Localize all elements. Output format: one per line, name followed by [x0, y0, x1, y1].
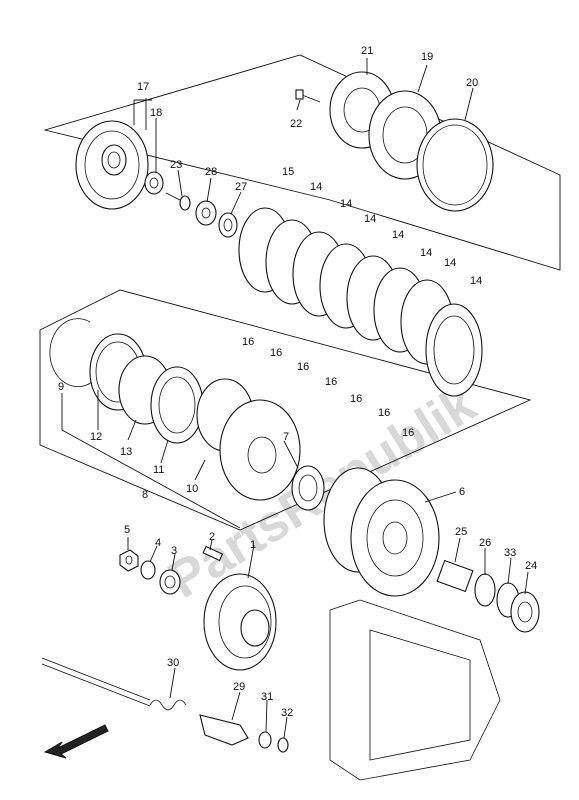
pressure-plate[interactable] [75, 120, 149, 210]
callout-18[interactable]: 18 [150, 107, 162, 119]
spring-ring[interactable] [416, 118, 494, 212]
callout-11[interactable]: 11 [153, 464, 164, 476]
callout-14g[interactable]: 14 [470, 275, 482, 287]
callout-30[interactable]: 30 [167, 657, 179, 669]
callout-14d[interactable]: 14 [392, 229, 404, 241]
callout-14c[interactable]: 14 [364, 213, 376, 225]
needle-bearing[interactable] [474, 573, 496, 607]
callout-labels: 1 2 3 4 5 6 7 8 9 10 11 12 13 14 14 14 1… [58, 45, 537, 719]
lock-washer-4[interactable] [140, 560, 156, 580]
callout-14b[interactable]: 14 [340, 198, 352, 210]
callout-16c[interactable]: 16 [297, 361, 309, 373]
callout-16a[interactable]: 16 [242, 336, 254, 348]
callout-17[interactable]: 17 [137, 81, 149, 93]
callout-25[interactable]: 25 [455, 526, 467, 538]
direction-arrow-icon [43, 724, 109, 759]
lock-washer[interactable] [218, 212, 238, 238]
push-lever-shaft[interactable] [41, 657, 151, 707]
callout-9[interactable]: 9 [58, 381, 64, 393]
nut-5[interactable] [119, 549, 139, 572]
thrust-washer[interactable] [291, 465, 325, 511]
callout-16e[interactable]: 16 [350, 393, 362, 405]
callout-12[interactable]: 12 [90, 431, 102, 443]
friction-plate-stack[interactable] [238, 207, 483, 397]
callout-14f[interactable]: 14 [444, 257, 456, 269]
callout-14e[interactable]: 14 [420, 247, 432, 259]
primary-driven-gear[interactable] [203, 573, 277, 671]
callout-7[interactable]: 7 [283, 431, 289, 443]
callout-5[interactable]: 5 [124, 524, 130, 536]
clutch-nut[interactable] [195, 200, 217, 226]
callout-21[interactable]: 21 [361, 45, 373, 57]
oil-seal-31[interactable] [258, 731, 272, 749]
callout-3[interactable]: 3 [171, 545, 177, 557]
callout-24[interactable]: 24 [525, 560, 537, 572]
washer-32[interactable] [277, 737, 289, 753]
thrust-plate-24[interactable] [510, 591, 540, 633]
key-pin-2[interactable] [202, 545, 224, 562]
callout-29[interactable]: 29 [233, 681, 245, 693]
collar-3[interactable] [159, 569, 181, 595]
wire-circlip[interactable] [49, 318, 93, 388]
callout-4[interactable]: 4 [155, 537, 161, 549]
callout-16f[interactable]: 16 [378, 407, 390, 419]
crankcase-outline [329, 599, 501, 781]
callout-15[interactable]: 15 [282, 166, 294, 178]
clutch-housing[interactable] [323, 467, 440, 597]
clutch-boss[interactable] [196, 378, 301, 501]
callout-1[interactable]: 1 [250, 539, 256, 551]
push-lever[interactable] [199, 714, 249, 746]
callout-22[interactable]: 22 [290, 118, 302, 130]
lower-group-frame [39, 289, 532, 531]
friction-plate-inner[interactable] [150, 366, 204, 444]
callout-32[interactable]: 32 [281, 707, 293, 719]
callout-16g[interactable]: 16 [402, 427, 414, 439]
callout-2[interactable]: 2 [209, 531, 215, 543]
callout-14a[interactable]: 14 [310, 181, 322, 193]
callout-19[interactable]: 19 [421, 51, 433, 63]
return-spring[interactable] [149, 699, 187, 711]
leader-lines [61, 58, 529, 739]
callout-6[interactable]: 6 [459, 486, 465, 498]
spacer-sleeve[interactable] [436, 559, 474, 593]
bearing[interactable] [144, 171, 164, 195]
clutch-bolt[interactable] [295, 89, 321, 103]
callout-16b[interactable]: 16 [270, 347, 282, 359]
upper-group-frame [43, 54, 561, 271]
callout-31[interactable]: 31 [261, 691, 273, 703]
callout-27[interactable]: 27 [235, 181, 247, 193]
callout-10[interactable]: 10 [186, 483, 198, 495]
callout-13[interactable]: 13 [120, 446, 132, 458]
callout-16d[interactable]: 16 [325, 376, 337, 388]
callout-28[interactable]: 28 [205, 166, 217, 178]
callout-26[interactable]: 26 [479, 537, 491, 549]
callout-20[interactable]: 20 [466, 77, 478, 89]
push-rod[interactable] [165, 192, 191, 211]
callout-23[interactable]: 23 [170, 159, 182, 171]
callout-33[interactable]: 33 [504, 547, 516, 559]
callout-8[interactable]: 8 [142, 489, 148, 501]
